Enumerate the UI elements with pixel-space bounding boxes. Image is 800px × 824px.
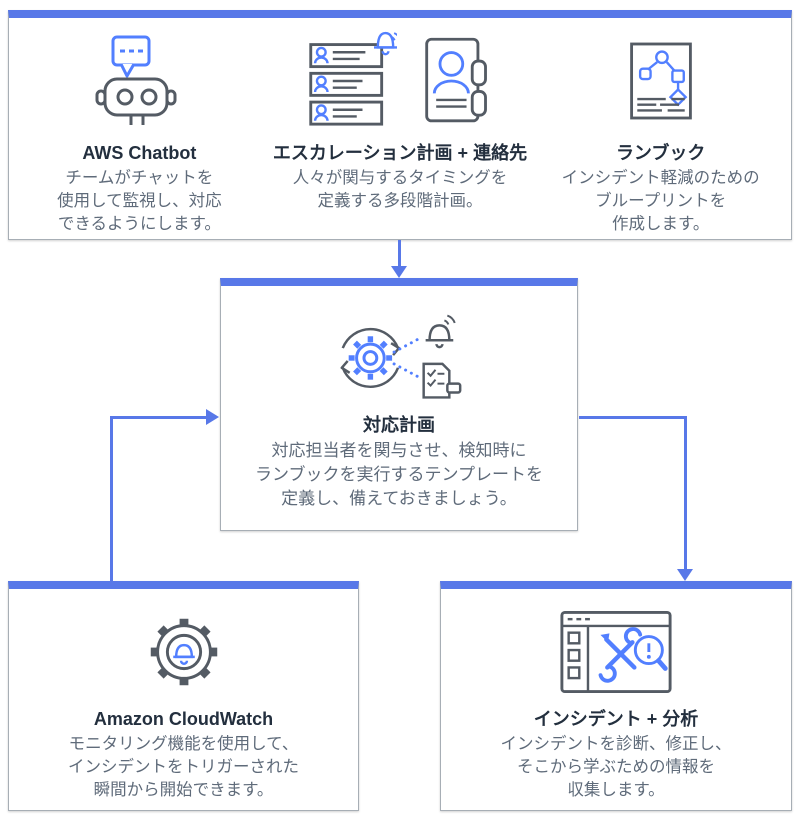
escalation-list-bell-icon — [309, 31, 397, 126]
escalation-title: エスカレーション計画 + 連絡先 — [272, 143, 528, 163]
escalation-desc: 人々が関与するタイミングを 定義する多段階計画。 — [292, 169, 508, 210]
response-plan-box: 対応計画 対応担当者を関与させ、検知時に ランブックを実行するテンプレートを 定… — [220, 278, 578, 531]
runbook-flowchart-document-icon — [629, 42, 692, 120]
chatbot-desc: チームがチャットを 使用して監視し、対応 できるようにします。 — [57, 169, 222, 233]
chatbot-column: AWS Chatbot チームがチャットを 使用して監視し、対応 できるようにし… — [9, 18, 270, 239]
response-plan-icon-area — [325, 304, 473, 408]
runbook-title: ランブック — [615, 143, 706, 163]
window-tools-magnifier-icon — [560, 610, 672, 694]
arrowhead-down-icon — [391, 266, 407, 278]
chatbot-title: AWS Chatbot — [82, 143, 197, 163]
incidents-desc: インシデントを診断、修正し、 そこから学ぶための情報を 収集します。 — [500, 735, 732, 799]
gear-sync-bell-checklist-icon — [340, 314, 462, 399]
incidents-title: インシデント + 分析 — [533, 709, 699, 729]
escalation-icon-area — [305, 26, 495, 136]
response-plan-desc: 対応担当者を関与させ、検知時に ランブックを実行するテンプレートを 定義し、備え… — [255, 441, 543, 508]
robot-chat-icon — [95, 35, 177, 125]
cloudwatch-box: Amazon CloudWatch モニタリング機能を使用して、 インシデントを… — [8, 581, 359, 811]
incidents-box: インシデント + 分析 インシデントを診断、修正し、 そこから学ぶための情報を … — [440, 581, 792, 811]
escalation-column: エスカレーション計画 + 連絡先 人々が関与するタイミングを 定義する多段階計画… — [270, 18, 531, 239]
arrowhead-right-icon — [206, 409, 219, 425]
arrowhead-down-icon — [677, 569, 693, 581]
runbook-column: ランブック インシデント軽減のための ブループリントを 作成します。 — [530, 18, 791, 239]
runbook-desc: インシデント軽減のための ブループリントを 作成します。 — [561, 169, 760, 233]
contact-card-icon — [425, 37, 487, 123]
incidents-icon-area — [559, 602, 673, 702]
cloudwatch-title: Amazon CloudWatch — [93, 709, 274, 729]
cloudwatch-desc: モニタリング機能を使用して、 インシデントをトリガーされた 瞬間から開始できます… — [68, 735, 299, 799]
chatbot-icon-area — [87, 26, 191, 136]
gear-bell-icon — [150, 618, 217, 686]
runbook-icon-area — [624, 26, 698, 136]
cloudwatch-icon-area — [140, 602, 228, 702]
response-plan-title: 対応計画 — [363, 415, 435, 435]
preparation-box: AWS Chatbot チームがチャットを 使用して監視し、対応 できるようにし… — [8, 10, 792, 240]
